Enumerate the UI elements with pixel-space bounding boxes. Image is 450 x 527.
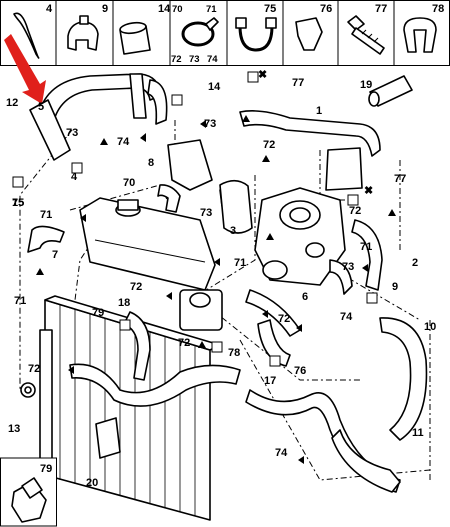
triangle-markers <box>36 115 396 464</box>
callout-4: 4 <box>71 171 78 183</box>
header-label-76: 76 <box>320 3 332 15</box>
callout-7: 7 <box>52 249 58 261</box>
callout-73c: 73 <box>200 207 212 219</box>
header-label-74: 74 <box>207 54 218 65</box>
header-label-4: 4 <box>46 3 53 15</box>
expansion-tank <box>79 197 216 291</box>
callout-72c: 72 <box>130 281 142 293</box>
parts-header: 4 9 14 70 71 72 73 74 75 76 <box>0 0 450 66</box>
gasket-loop-icon <box>13 12 40 59</box>
svg-text:✖: ✖ <box>258 69 267 81</box>
callout-72e: 72 <box>178 337 190 349</box>
callout-72f: 72 <box>28 363 40 375</box>
callout-74c: 74 <box>275 447 288 459</box>
header-label-73: 73 <box>189 54 200 65</box>
hose-clamp-icon <box>181 17 219 47</box>
callout-10: 10 <box>424 321 436 333</box>
thermostat-housing <box>254 187 346 286</box>
callout-72d: 72 <box>278 313 290 325</box>
callout-8: 8 <box>148 157 154 169</box>
callout-17: 17 <box>264 375 276 387</box>
callout-79a: 79 <box>92 307 104 319</box>
callout-13: 13 <box>8 423 20 435</box>
callout-72b: 72 <box>349 205 361 217</box>
callout-78: 78 <box>228 347 240 359</box>
callout-18: 18 <box>118 297 130 309</box>
callout-74a: 74 <box>117 136 130 148</box>
header-label-71: 71 <box>206 4 217 15</box>
callout-77a: 77 <box>292 77 304 89</box>
red-pointer-arrow <box>4 34 46 104</box>
callout-73a: 73 <box>66 127 78 139</box>
clip-icon <box>67 21 99 51</box>
header-label-9: 9 <box>102 3 108 15</box>
callout-19: 19 <box>360 79 372 91</box>
reference-squares <box>12 71 378 367</box>
hoses <box>27 73 428 493</box>
callout-79b: 79 <box>40 463 52 475</box>
callout-15: 15 <box>12 197 24 209</box>
callout-71d: 71 <box>360 241 372 253</box>
callout-70: 70 <box>123 177 135 189</box>
callout-2: 2 <box>412 257 418 269</box>
header-label-77: 77 <box>375 3 387 15</box>
callout-numbers: 1 2 3 4 5 6 7 8 9 10 11 12 13 14 15 17 1… <box>6 77 436 489</box>
inset-part-79 <box>0 457 57 527</box>
callout-6: 6 <box>302 291 308 303</box>
callout-9: 9 <box>392 281 398 293</box>
callout-71b: 71 <box>234 257 246 269</box>
header-label-14: 14 <box>158 3 171 15</box>
header-label-72: 72 <box>171 54 182 65</box>
callout-20: 20 <box>86 477 98 489</box>
callout-72a: 72 <box>263 139 275 151</box>
callout-11: 11 <box>412 427 424 439</box>
callout-12: 12 <box>6 97 18 109</box>
callout-71a: 71 <box>40 209 52 221</box>
spring-clamp-icon <box>235 17 277 52</box>
callout-75: 75 <box>12 197 24 209</box>
svg-text:✖: ✖ <box>364 185 373 197</box>
header-label-75: 75 <box>264 3 276 15</box>
sleeve-icon <box>119 21 151 55</box>
bracket-icon <box>295 17 323 51</box>
header-label-70: 70 <box>172 4 183 15</box>
radiator <box>39 295 221 521</box>
callout-14: 14 <box>208 81 221 93</box>
callout-73b: 73 <box>204 118 216 130</box>
small-parts: ✖ ✖ <box>20 69 413 459</box>
callout-74b: 74 <box>340 311 353 323</box>
header-label-78: 78 <box>432 3 444 15</box>
callout-76: 76 <box>294 365 306 377</box>
callout-5: 5 <box>38 101 44 113</box>
callout-73d: 73 <box>342 261 354 273</box>
callout-77b: 77 <box>394 173 406 185</box>
callout-3: 3 <box>230 225 236 237</box>
callout-71c: 71 <box>14 295 26 307</box>
hose-clip-icon <box>403 17 437 53</box>
bolt-icon <box>347 15 385 55</box>
callout-1: 1 <box>316 105 322 117</box>
